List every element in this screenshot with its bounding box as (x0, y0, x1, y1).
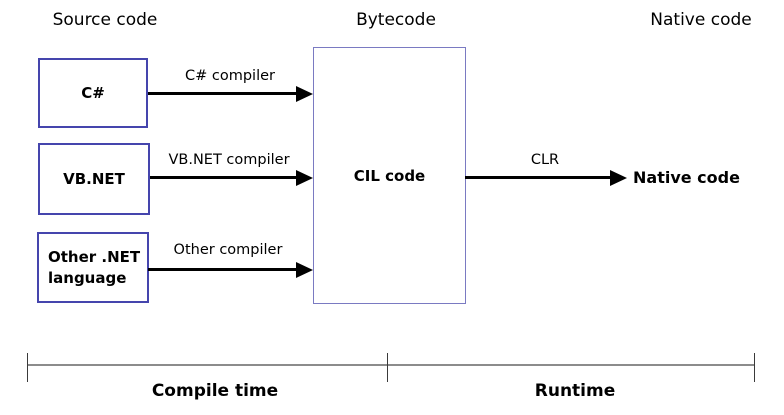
clr-arrow-label: CLR (530, 152, 560, 168)
csharp-compiler-arrow-label: C# compiler (185, 68, 275, 84)
other-compiler-arrow-label: Other compiler (173, 242, 283, 258)
csharp-compiler-arrowhead-icon (296, 85, 313, 102)
csharp-compiler-arrow-line (148, 92, 296, 95)
compile-time-phase-label: Compile time (151, 381, 279, 401)
cil-code-box: CIL code (313, 47, 466, 304)
vbnet-compiler-arrowhead-icon (296, 169, 313, 186)
vbnet-compiler-arrow-line (150, 176, 296, 179)
phase-bracket-line (27, 364, 755, 366)
phase-bracket-tick-right (754, 353, 755, 382)
other-compiler-arrowhead-icon (296, 261, 313, 278)
vbnet-box: VB.NET (38, 143, 150, 215)
csharp-box: C# (38, 58, 148, 128)
other-compiler-arrow-line (148, 268, 296, 271)
phase-bracket-tick-middle (387, 353, 388, 382)
clr-arrow-line (465, 176, 610, 179)
native-code-result-label: Native code (633, 168, 740, 187)
column-header-bytecode: Bytecode (356, 10, 436, 30)
runtime-phase-label: Runtime (534, 381, 616, 401)
column-header-native-code: Native code (650, 10, 752, 30)
vbnet-compiler-arrow-label: VB.NET compiler (168, 152, 290, 168)
clr-arrowhead-icon (610, 169, 627, 186)
phase-bracket-tick-left (27, 353, 28, 382)
column-header-source-code: Source code (52, 10, 158, 30)
other-dotnet-language-box: Other .NET language (37, 232, 149, 303)
